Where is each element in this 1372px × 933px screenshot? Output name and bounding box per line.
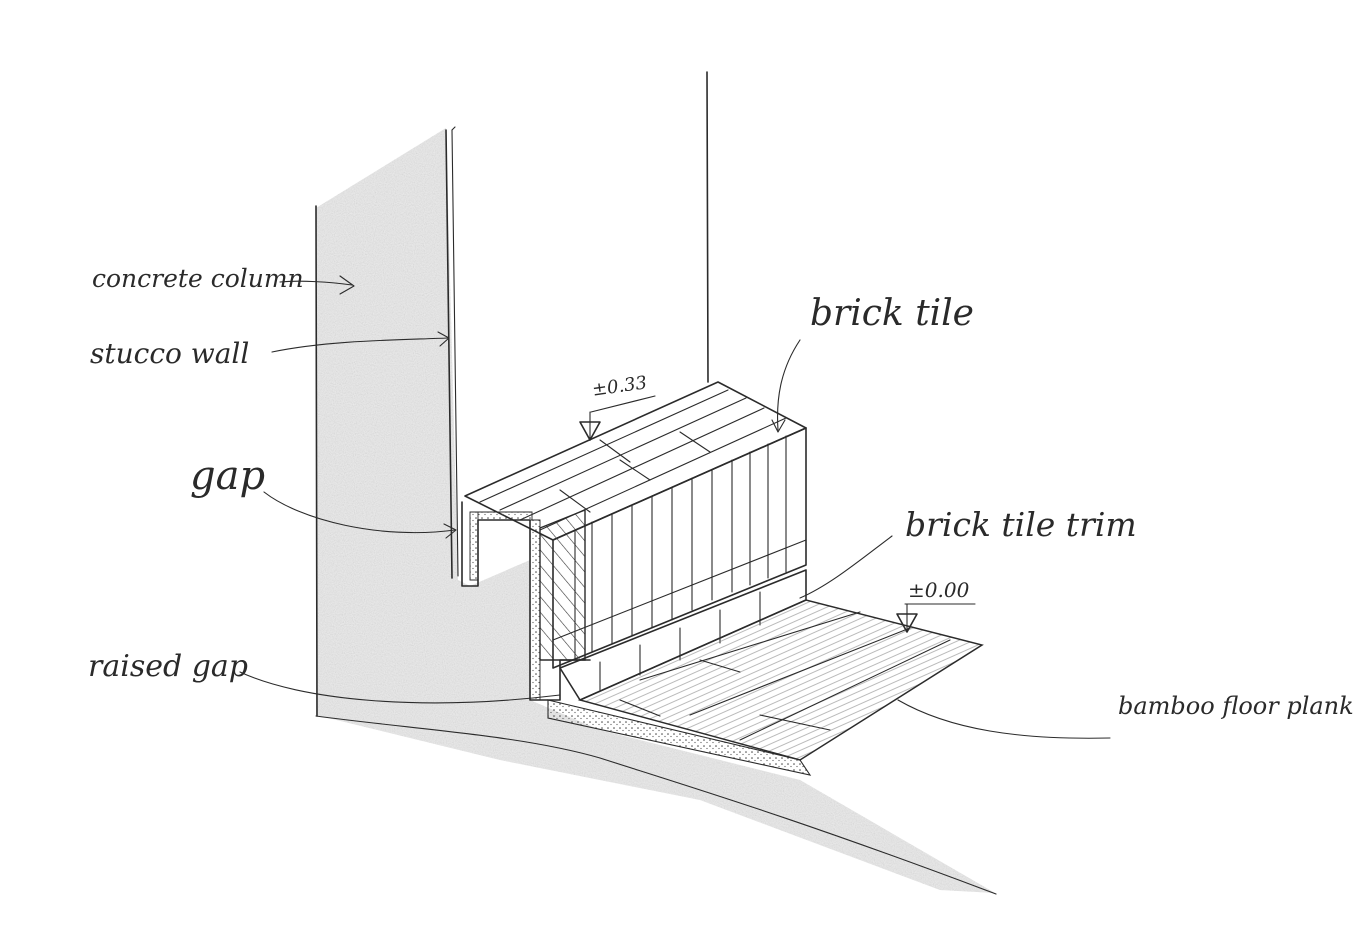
label-bamboo-floor-plank: bamboo floor plank — [1118, 692, 1354, 720]
label-gap: gap — [190, 453, 266, 499]
label-level-floor: ±0.00 — [908, 578, 970, 602]
label-stucco-wall: stucco wall — [90, 337, 250, 370]
label-brick-tile-trim: brick tile trim — [905, 505, 1137, 544]
leader-lines — [239, 275, 1111, 739]
bamboo-floor — [547, 599, 984, 776]
concrete-column — [315, 128, 997, 895]
level-marker-floor — [896, 603, 976, 633]
label-raised-gap: raised gap — [88, 649, 249, 684]
label-brick-tile: brick tile — [810, 293, 974, 334]
stucco-wall — [445, 71, 709, 579]
level-marker-top — [579, 395, 656, 441]
label-concrete-column: concrete column — [92, 264, 304, 293]
brick-tile-box — [461, 381, 807, 701]
